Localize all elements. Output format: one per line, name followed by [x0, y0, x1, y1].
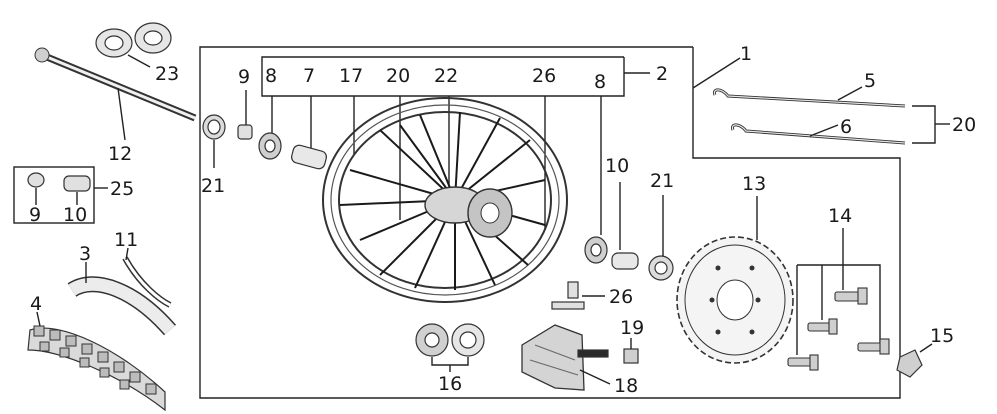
callout-8a: 8: [265, 65, 277, 87]
inner-tube: [67, 276, 177, 336]
callout-6: 6: [840, 116, 852, 138]
wheel-assembly-bracket: [261, 56, 625, 97]
leader-18: [579, 369, 611, 385]
wheel-rim: [322, 97, 568, 303]
assembly-frame: [199, 46, 901, 399]
callout-18: 18: [614, 375, 638, 397]
callout-25: 25: [110, 178, 134, 200]
callout-4: 4: [30, 293, 42, 315]
callout-14: 14: [828, 205, 852, 227]
bearing-left: [258, 132, 282, 160]
part-25-group-box: [13, 166, 95, 224]
bearing-right: [584, 236, 608, 264]
leader-6: [809, 124, 839, 137]
leader-16: [431, 357, 469, 366]
spoke-nipple: [551, 281, 585, 310]
oil-seal-right: [648, 255, 674, 281]
callout-3: 3: [79, 243, 91, 265]
callout-21b: 21: [650, 170, 674, 192]
leader-11: [125, 247, 129, 261]
leader-1: [692, 57, 741, 89]
callout-5: 5: [864, 70, 876, 92]
leader-5: [837, 86, 863, 101]
axle: [34, 47, 197, 122]
callout-13: 13: [742, 173, 766, 195]
collar: [290, 144, 328, 170]
nut: [623, 348, 639, 364]
oil-seal-left: [202, 114, 226, 140]
callout-9a: 9: [238, 66, 250, 88]
callout-20b: 20: [952, 114, 976, 136]
rim-strip: [122, 256, 172, 308]
small-spacer-9: [27, 172, 45, 188]
spoke-sample-5: [712, 88, 906, 108]
bushing-set: [95, 22, 172, 58]
callout-16: 16: [438, 373, 462, 395]
callout-19: 19: [620, 317, 644, 339]
disc-guard: [521, 324, 585, 391]
callout-21a: 21: [201, 175, 225, 197]
callout-7: 7: [303, 65, 315, 87]
wheel-hub: [424, 186, 513, 238]
leader-15: [919, 343, 933, 353]
leader-12: [117, 87, 126, 141]
callout-17: 17: [339, 65, 363, 87]
callout-1: 1: [740, 43, 752, 65]
callout-26a: 26: [532, 65, 556, 87]
disc-bolts: [787, 287, 890, 371]
collar-right: [611, 252, 639, 270]
callout-10a: 10: [605, 155, 629, 177]
spoke-sample-6: [730, 123, 906, 145]
guard-bolt: [577, 349, 609, 358]
callout-10b: 10: [63, 204, 87, 226]
callout-11: 11: [114, 229, 138, 251]
leader-4: [36, 311, 41, 327]
leader-14-bracket: [797, 264, 881, 345]
callout-23: 23: [155, 63, 179, 85]
callout-15: 15: [930, 325, 954, 347]
leader-20-bracket: [912, 105, 936, 144]
spacer-left: [237, 124, 253, 140]
leader-23: [127, 54, 151, 68]
callout-8b: 8: [594, 71, 606, 93]
brake-disc: [676, 236, 794, 364]
callout-12: 12: [108, 143, 132, 165]
collar-10: [63, 175, 91, 192]
callout-9b: 9: [29, 204, 41, 226]
callout-22: 22: [434, 65, 458, 87]
valve-nut: [896, 349, 923, 378]
callout-20a: 20: [386, 65, 410, 87]
callout-2: 2: [656, 63, 668, 85]
tire: [27, 325, 166, 412]
washers: [415, 323, 485, 357]
callout-26b: 26: [609, 286, 633, 308]
